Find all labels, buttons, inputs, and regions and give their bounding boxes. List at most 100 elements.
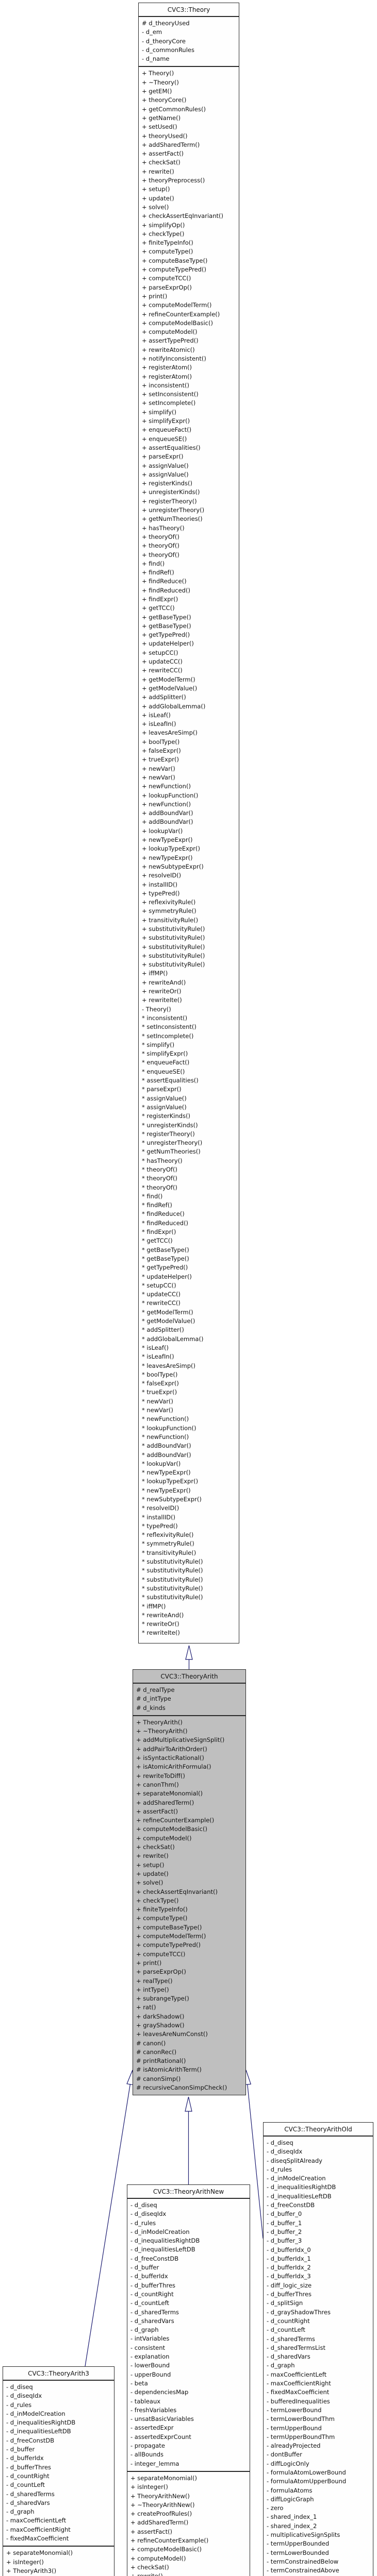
member-row: + newFunction() xyxy=(142,800,191,808)
member-row: - fixedMaxCoefficient xyxy=(267,2388,330,2396)
member-row: - d_countRight xyxy=(267,2317,310,2325)
class-title[interactable]: CVC3::Theory xyxy=(139,3,239,17)
member-row: - maxCoefficientLeft xyxy=(6,2517,67,2524)
member-row: * assignValue() xyxy=(142,1094,187,1102)
member-row: - formulaAtomLowerBound xyxy=(267,2468,346,2476)
member-row: - multiplicativeSignSplits xyxy=(267,2531,340,2539)
member-row: * isLeafIn() xyxy=(142,1353,174,1361)
class-box-theoryarithnew[interactable]: CVC3::TheoryArithNew - d_diseq- d_diseqI… xyxy=(127,2184,250,2576)
class-box-theory[interactable]: CVC3::Theory # d_theoryUsed- d_em- d_the… xyxy=(138,3,239,1643)
member-row: - unsatBasicVariables xyxy=(130,2415,194,2423)
member-row: * hasTheory() xyxy=(142,1157,183,1164)
member-row: + isLeaf() xyxy=(142,711,171,719)
member-row: + transitivityRule() xyxy=(142,916,199,924)
methods-section: + TheoryArith()+ ~TheoryArith()+ addMult… xyxy=(133,1716,245,2095)
attributes-section: # d_realType# d_intType# d_kinds xyxy=(133,1684,245,1716)
member-row: - d_freeConstDB xyxy=(130,2255,179,2262)
member-row: - tableaux xyxy=(130,2397,161,2405)
member-row: + checkSat() xyxy=(136,1843,175,1851)
member-row: * rewriteAnd() xyxy=(142,1611,184,1619)
member-row: + parseExprOp() xyxy=(142,283,192,291)
member-row: - d_inequalitiesLeftDB xyxy=(267,2192,332,2200)
class-box-theoryarith[interactable]: CVC3::TheoryArith # d_realType# d_intTyp… xyxy=(133,1669,246,2096)
member-row: + subrangeType() xyxy=(136,1995,189,2003)
class-title[interactable]: CVC3::TheoryArithNew xyxy=(127,2185,250,2199)
member-row: - assertedExpr xyxy=(130,2424,174,2432)
member-row: - d_buffer_0 xyxy=(267,2210,302,2218)
member-row: - maxCoefficientRight xyxy=(6,2526,71,2533)
member-row: + canonThm() xyxy=(136,1781,179,1788)
member-row: * getTCC() xyxy=(142,1237,173,1245)
member-row: + rewriteAnd() xyxy=(142,978,186,986)
member-row: * simplify() xyxy=(142,1041,175,1048)
member-row: + computeModelTerm() xyxy=(142,301,212,309)
attributes-section: - d_diseq- d_diseqIdx- diseqSplitAlready… xyxy=(264,2137,373,2576)
member-row: + assertFact() xyxy=(130,2528,173,2535)
member-row: + isAtomicArithFormula() xyxy=(136,1763,211,1771)
member-row: - d_graph xyxy=(6,2508,35,2516)
class-title[interactable]: CVC3::TheoryArith xyxy=(133,1670,245,1684)
class-title[interactable]: CVC3::TheoryArithOld xyxy=(264,2123,373,2137)
member-row: + addSharedTerm() xyxy=(136,1799,194,1806)
member-row: * getBaseType() xyxy=(142,1246,189,1253)
member-row: + simplify() xyxy=(142,408,176,416)
member-row: * enqueueFact() xyxy=(142,1059,190,1066)
member-row: + getNumTheories() xyxy=(142,515,203,523)
member-row: * updateHelper() xyxy=(142,1273,192,1280)
methods-section: + separateMonomial()+ isInteger()+ Theor… xyxy=(3,2547,114,2576)
member-row: - diffLogicGraph xyxy=(267,2495,314,2503)
member-row: - integer_lemma xyxy=(130,2460,179,2467)
member-row: + setup() xyxy=(136,1861,165,1869)
member-row: - shared_index_1 xyxy=(267,2513,317,2521)
member-row: + rewriteToDiff() xyxy=(136,1772,185,1780)
class-box-theoryarith3[interactable]: CVC3::TheoryArith3 - d_diseq- d_diseqIdx… xyxy=(3,2366,114,2576)
member-row: + darkShadow() xyxy=(136,2012,185,2020)
member-row: - consistent xyxy=(130,2344,166,2351)
member-row: + parseExpr() xyxy=(142,453,184,461)
class-box-theoryarithold[interactable]: CVC3::TheoryArithOld - d_diseq- d_diseqI… xyxy=(263,2122,373,2576)
member-row: + print() xyxy=(142,292,168,300)
member-row: - d_commonRules xyxy=(142,46,194,54)
member-row: * theoryOf() xyxy=(142,1183,177,1191)
member-row: + computeTCC() xyxy=(136,1950,186,1958)
member-row: - d_diseqIdx xyxy=(130,2210,167,2218)
member-row: + getCommonRules() xyxy=(142,105,206,113)
member-row: - d_sharedTerms xyxy=(6,2490,55,2498)
member-row: # canonSimp() xyxy=(136,2075,181,2082)
member-row: * assertEqualities() xyxy=(142,1077,199,1084)
member-row: + inconsistent() xyxy=(142,381,189,389)
attributes-section: # d_theoryUsed- d_em- d_theoryCore- d_co… xyxy=(139,17,239,67)
member-row: * findRef() xyxy=(142,1201,172,1209)
member-row: # printRational() xyxy=(136,2057,186,2065)
member-row: * registerTheory() xyxy=(142,1130,195,1138)
class-title[interactable]: CVC3::TheoryArith3 xyxy=(3,2367,114,2381)
member-row: - d_bufferIdx_0 xyxy=(267,2246,311,2253)
member-row: + theoryOf() xyxy=(142,533,179,540)
member-row: + setInconsistent() xyxy=(142,391,199,398)
member-row: - beta xyxy=(130,2379,148,2387)
member-row: * newTypeExpr() xyxy=(142,1486,191,1494)
member-row: * inconsistent() xyxy=(142,1014,188,1022)
member-row: + setupCC() xyxy=(142,649,178,656)
member-row: + rewriteOr() xyxy=(142,988,182,995)
member-row: * transitivityRule() xyxy=(142,1549,196,1556)
methods-section: + separateMonomial()+ isInteger()+ Theor… xyxy=(127,2472,250,2576)
member-row: + newSubtypeExpr() xyxy=(142,862,204,870)
member-row: - dontBuffer xyxy=(267,2451,302,2459)
member-row: + update() xyxy=(142,194,174,202)
member-row: + lookupTypeExpr() xyxy=(142,845,200,853)
member-row: + assertEqualities() xyxy=(142,444,201,451)
member-row: - d_name xyxy=(142,55,170,63)
member-row: + lookupVar() xyxy=(142,827,183,835)
member-row: + assertFact() xyxy=(142,150,184,158)
member-row: - d_graph xyxy=(130,2326,159,2334)
member-row: + refineCounterExample() xyxy=(136,1817,215,1824)
member-row: - d_inModelCreation xyxy=(6,2410,65,2417)
member-row: - d_countLeft xyxy=(130,2299,169,2307)
member-row: - d_inequalitiesLeftDB xyxy=(6,2428,71,2435)
member-row: - d_sharedTerms xyxy=(130,2308,179,2316)
member-row: - d_buffer xyxy=(130,2264,159,2272)
member-row: + separateMonomial() xyxy=(130,2474,197,2482)
member-row: + findReduced() xyxy=(142,586,190,594)
member-row: + computeModelBasic() xyxy=(136,1825,207,1833)
